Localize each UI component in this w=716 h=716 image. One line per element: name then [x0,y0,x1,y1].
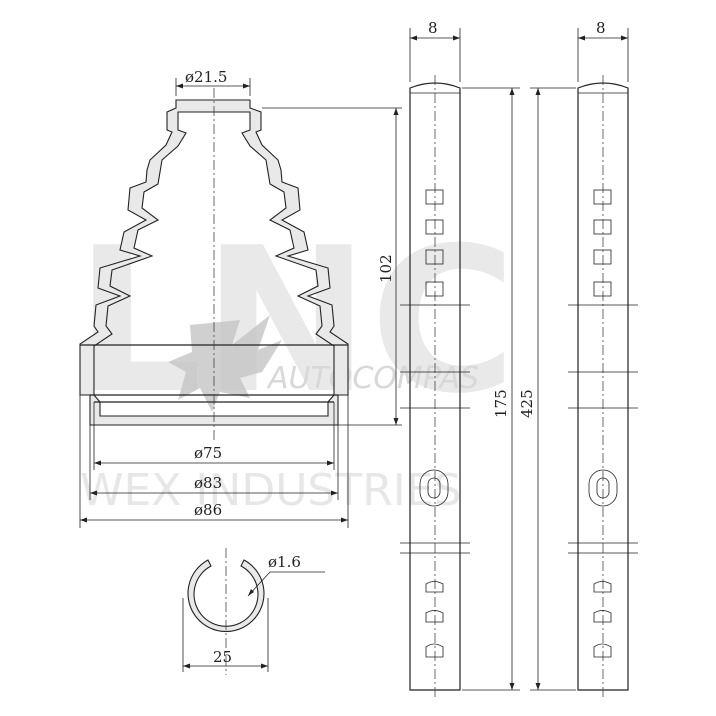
dim-bottom-diameters: ø75 ø83 ø86 [79,395,349,528]
band1-length-label: 175 [492,389,510,418]
dim-height: 102 [262,107,402,426]
wire-clamp: 25 ø1.6 [182,548,325,675]
watermark-emblem-icon [168,315,282,412]
band2-width-label: 8 [596,19,606,37]
clamp-band-425: 8 425 [518,19,638,700]
diameter-86-label: ø86 [194,501,222,519]
cv-boot-outline [79,88,349,440]
watermark-sub-text: WEX INDUSTRIES [80,465,462,516]
top-diameter-label: ø21.5 [185,68,227,86]
clamp-width-label: 25 [213,648,232,666]
watermark-brand-line: AUTOCOMPAS [266,361,479,396]
clamp-band-175: 8 175 [400,19,520,700]
band2-length-label: 425 [518,389,536,418]
diameter-83-label: ø83 [194,474,222,492]
band1-width-label: 8 [428,19,438,37]
clamp-ring [187,559,265,633]
wire-diameter-label: ø1.6 [268,553,301,571]
height-label: 102 [377,254,395,283]
dim-top-diameter: ø21.5 [175,68,251,96]
diameter-75-label: ø75 [194,444,222,462]
